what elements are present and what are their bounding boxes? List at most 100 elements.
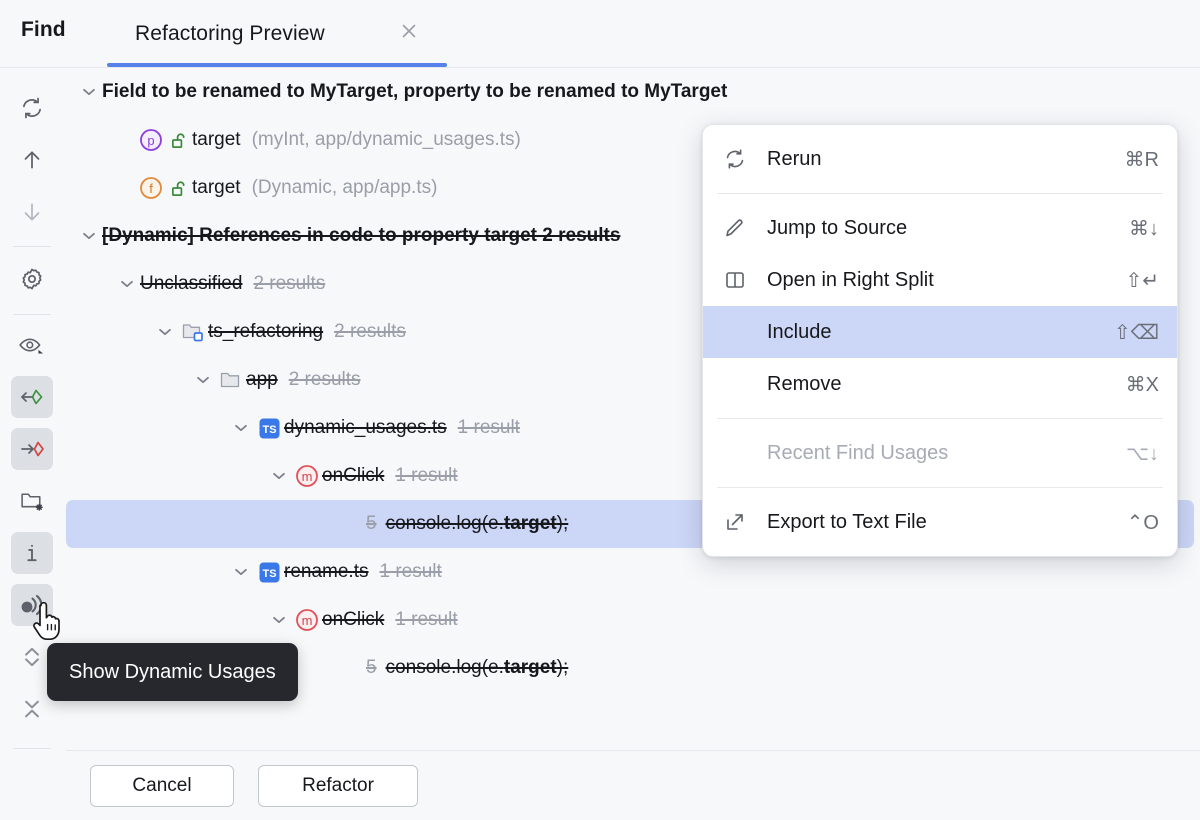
menu-item-rerun[interactable]: Rerun ⌘R (703, 133, 1177, 185)
tree-row-node[interactable]: m onClick 1 result (66, 452, 1200, 500)
show-usage-info-icon[interactable] (11, 532, 53, 574)
menu-item-label: Include (767, 320, 832, 343)
next-occurrence-icon[interactable] (11, 191, 53, 233)
svg-text:TS: TS (262, 424, 276, 436)
chevron-down-icon[interactable] (228, 563, 254, 581)
svg-text:m: m (302, 613, 313, 628)
menu-item-open-in-right-split[interactable]: Open in Right Split ⇧↵ (703, 254, 1177, 306)
chevron-down-icon[interactable] (152, 323, 178, 341)
module-folder-icon (178, 320, 208, 345)
typescript-file-icon: TS (254, 417, 284, 440)
tree-row-count: 1 result (457, 417, 520, 438)
tree-row-count: 2 results (334, 321, 406, 342)
tree-row-group[interactable]: [Dynamic] References in code to property… (66, 212, 1200, 260)
tree-row-code[interactable]: 5 console.log(e.target); (66, 644, 1200, 692)
tree-row-label: Unclassified (140, 273, 243, 294)
menu-item-include[interactable]: Include ⇧⌫ (703, 306, 1177, 358)
menu-item-label: Export to Text File (767, 510, 927, 533)
tree-row-node[interactable]: Unclassified 2 results (66, 260, 1200, 308)
svg-text:f: f (149, 181, 153, 196)
field-icon: f (136, 175, 166, 201)
show-read-access-icon[interactable] (11, 376, 53, 418)
property-icon: p (136, 127, 166, 153)
left-toolbar (0, 68, 66, 820)
tab-label: Refactoring Preview (135, 22, 325, 45)
cancel-button[interactable]: Cancel (90, 765, 234, 807)
code-prefix: console.log(e. (385, 657, 504, 678)
tree-row-count: 2 results (288, 369, 361, 390)
toolbar-divider (13, 314, 51, 315)
tree-row-label: onClick (322, 465, 385, 486)
menu-separator (717, 193, 1163, 194)
preview-usages-icon[interactable] (11, 324, 53, 366)
typescript-file-icon: TS (254, 561, 284, 584)
rerun-icon[interactable] (11, 87, 53, 129)
tree-row-node[interactable]: app 2 results (66, 356, 1200, 404)
header-bar: Find Refactoring Preview (0, 0, 1200, 68)
line-number: 5 (366, 513, 377, 534)
menu-item-label: Jump to Source (767, 216, 908, 239)
menu-item-export-to-text-file[interactable]: Export to Text File ⌃O (703, 496, 1177, 548)
split-panel-icon (723, 268, 767, 292)
menu-item-shortcut: ⌃O (1126, 511, 1159, 534)
menu-item-remove[interactable]: Remove ⌘X (703, 358, 1177, 410)
tree-row-node[interactable]: m onClick 1 result (66, 596, 1200, 644)
collapse-all-icon[interactable] (11, 688, 53, 730)
chevron-down-icon[interactable] (228, 419, 254, 437)
code-suffix: ); (556, 657, 569, 678)
tree-row-label: ts_refactoring (208, 321, 324, 342)
tree-row-label: app (246, 369, 278, 390)
tree-row-count: 2 results (253, 273, 326, 294)
tree-row-label: rename.ts (284, 561, 369, 582)
settings-icon[interactable] (11, 258, 53, 300)
code-prefix: console.log(e. (385, 513, 504, 534)
find-label: Find (21, 18, 66, 41)
menu-item-label: Remove (767, 372, 842, 395)
chevron-down-icon[interactable] (266, 467, 292, 485)
menu-separator (717, 487, 1163, 488)
method-icon: m (292, 607, 322, 633)
export-icon (723, 510, 767, 534)
menu-separator (717, 418, 1163, 419)
tree-row-group[interactable]: Field to be renamed to MyTarget, propert… (66, 68, 1200, 116)
tree-row-member[interactable]: f target (Dynamic, app/app.ts) (66, 164, 1200, 212)
group-by-directory-icon[interactable] (11, 480, 53, 522)
tree-row-node[interactable]: TS rename.ts 1 result (66, 548, 1200, 596)
chevron-down-icon[interactable] (190, 371, 216, 389)
menu-item-jump-to-source[interactable]: Jump to Source ⌘↓ (703, 202, 1177, 254)
tree-row-node[interactable]: TS dynamic_usages.ts 1 result (66, 404, 1200, 452)
pencil-icon (723, 216, 767, 240)
rerun-icon (723, 147, 767, 171)
context-menu[interactable]: Rerun ⌘R Jump to Source ⌘↓ Open in Right… (702, 124, 1178, 557)
tree-row-count: 1 result (395, 609, 458, 630)
tree-row-detail: (myInt, app/dynamic_usages.ts) (251, 129, 521, 150)
close-icon[interactable] (398, 20, 420, 42)
folder-icon (216, 368, 246, 393)
menu-item-shortcut: ⌘X (1125, 373, 1159, 396)
bottom-divider (66, 750, 1200, 751)
toolbar-divider (13, 748, 51, 749)
menu-item-shortcut: ⌥↓ (1125, 442, 1159, 465)
chevron-down-icon[interactable] (114, 275, 140, 293)
svg-text:m: m (302, 469, 313, 484)
menu-item-shortcut: ⌘↓ (1129, 217, 1159, 240)
show-dynamic-usages-icon[interactable] (11, 584, 53, 626)
tree-row-node[interactable]: ts_refactoring 2 results (66, 308, 1200, 356)
line-number: 5 (366, 657, 377, 678)
previous-occurrence-icon[interactable] (11, 139, 53, 181)
code-match: target (503, 513, 557, 534)
chevron-down-icon[interactable] (76, 83, 102, 101)
show-write-access-icon[interactable] (11, 428, 53, 470)
chevron-down-icon[interactable] (76, 227, 102, 245)
chevron-down-icon[interactable] (266, 611, 292, 629)
refactor-button[interactable]: Refactor (258, 765, 418, 807)
menu-item-shortcut: ⇧↵ (1125, 269, 1159, 292)
tab-refactoring-preview[interactable]: Refactoring Preview (107, 0, 447, 68)
menu-item-shortcut: ⇧⌫ (1113, 321, 1159, 344)
menu-item-label: Open in Right Split (767, 268, 934, 291)
tree-row-label: [Dynamic] References in code to property… (102, 225, 621, 246)
unlock-icon (166, 131, 192, 150)
expand-all-icon[interactable] (11, 636, 53, 678)
tree-row-member[interactable]: p target (myInt, app/dynamic_usages.ts) (66, 116, 1200, 164)
